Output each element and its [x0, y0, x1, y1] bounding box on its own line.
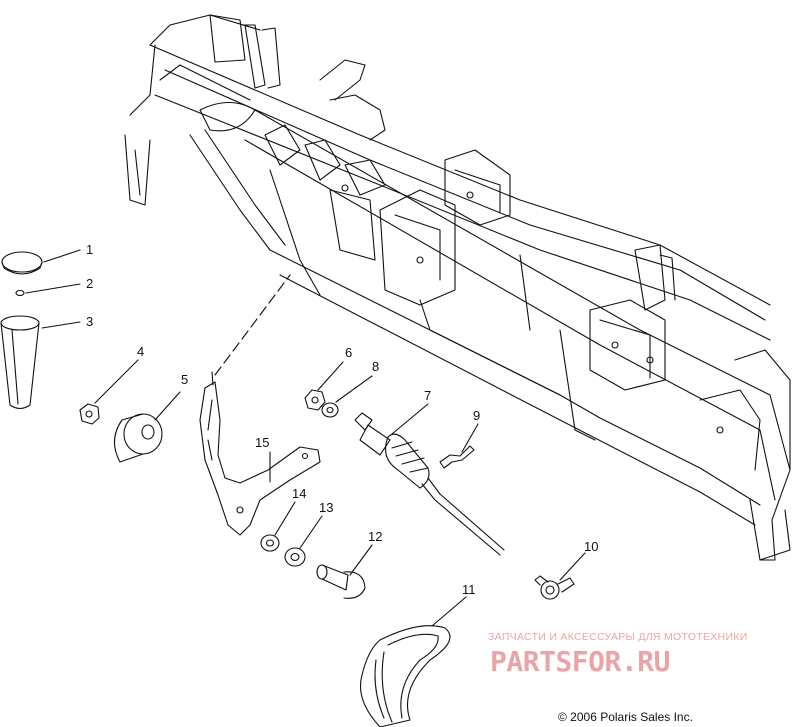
callout-13: 13	[319, 500, 333, 515]
callout-numbers: 1 2 3 4 5 6 7 8 9 10 11 12 13 14 15	[86, 242, 598, 597]
watermark-tagline: ЗАПЧАСТИ И АКСЕССУАРЫ ДЛЯ МОТОТЕХНИКИ	[488, 631, 748, 643]
part-12-bolt	[316, 564, 366, 599]
watermark-logo: PARTSFOR.RU	[490, 645, 670, 678]
part-9-clip	[439, 445, 475, 469]
part-4-nut	[79, 403, 100, 425]
callout-14: 14	[292, 486, 306, 501]
frame-assembly	[124, 14, 791, 561]
part-3-boot	[0, 315, 40, 410]
part-14-washer	[260, 534, 280, 552]
part-10-clamp	[534, 575, 575, 600]
callout-3: 3	[86, 314, 93, 329]
part-13-washer	[284, 547, 306, 567]
part-8-washer	[321, 402, 339, 418]
callout-10: 10	[584, 539, 598, 554]
part-2-clip	[15, 289, 25, 297]
callout-12: 12	[368, 529, 382, 544]
copyright-notice: © 2006 Polaris Sales Inc.	[558, 710, 693, 724]
part-11-pedal-pad	[359, 625, 451, 727]
callout-2: 2	[86, 276, 93, 291]
callout-7: 7	[424, 388, 431, 403]
leader-lines	[25, 249, 586, 627]
part-1-cap	[1, 251, 43, 275]
part-15-pedal-arm	[199, 381, 321, 536]
callout-15: 15	[255, 435, 269, 450]
callout-1: 1	[86, 242, 93, 257]
callout-5: 5	[181, 372, 188, 387]
assembly-dashline	[214, 274, 291, 376]
callout-6: 6	[345, 345, 352, 360]
callout-9: 9	[473, 408, 480, 423]
part-5-pad	[113, 413, 163, 463]
part-7-cable	[354, 412, 505, 556]
part-6-nut	[304, 389, 326, 411]
callout-11: 11	[462, 582, 476, 597]
callout-4: 4	[137, 344, 144, 359]
callout-8: 8	[372, 359, 379, 374]
